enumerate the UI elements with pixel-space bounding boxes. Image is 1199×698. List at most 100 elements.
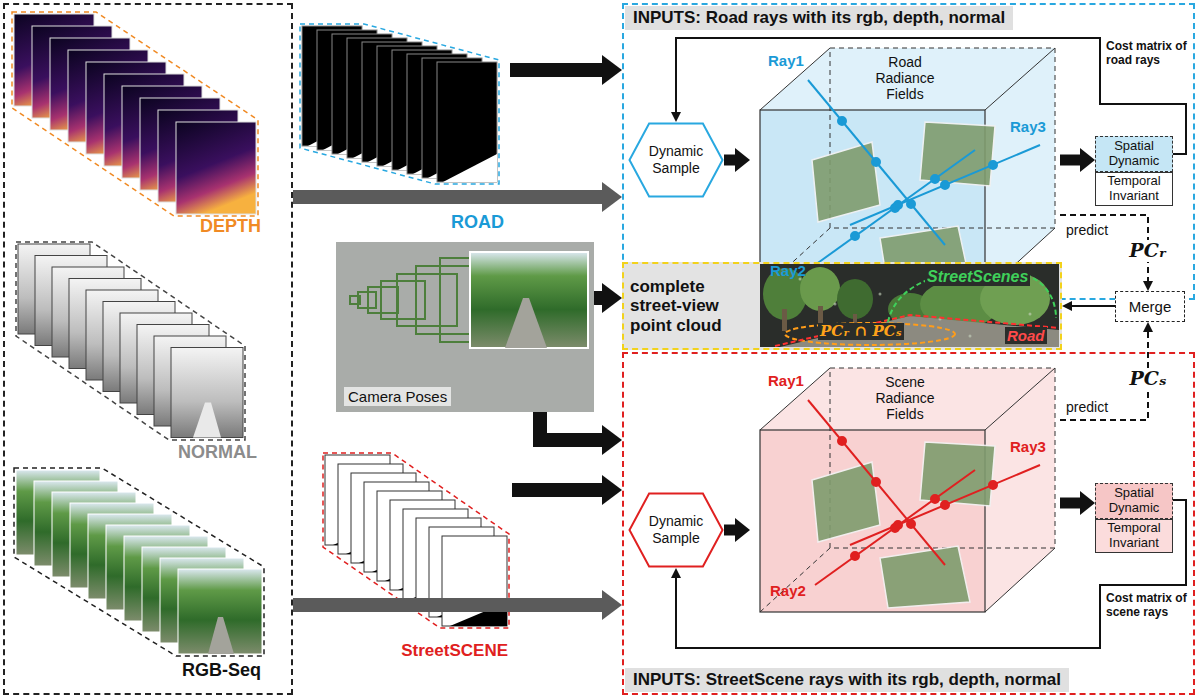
text-holder: Camera Poses: [344, 387, 451, 406]
arrowhead: [602, 182, 622, 212]
road-radiance-cube: [941, 181, 949, 189]
text-holder: DEPTH: [200, 216, 261, 237]
camera-poses-picture: [505, 298, 547, 348]
road-mask-stack: [300, 24, 499, 184]
node-text: Spatial Dynamic: [1099, 486, 1169, 516]
road-radiance-cube: [850, 145, 1040, 225]
scene-radiance-cube: [850, 465, 1040, 545]
text-holder: NORMAL: [178, 442, 257, 463]
connector-line: [724, 525, 736, 536]
scene-radiance-cube: [851, 552, 859, 560]
arrowhead: [602, 475, 622, 505]
arrowhead: [1143, 281, 1153, 291]
road-radiance-cube: [815, 150, 975, 265]
connector-line: [293, 190, 603, 204]
rgb-stack: [14, 468, 264, 656]
point-cloud-picture: [969, 335, 972, 338]
scene-radiance-cube: [760, 368, 830, 430]
connector-line: [594, 291, 603, 305]
callout-label: Ray2: [770, 582, 806, 599]
road-radiance-cube: [872, 158, 880, 166]
scene-radiance-cube: [760, 368, 1055, 612]
node-text: NORMAL: [178, 442, 257, 463]
text-holder: Temporal Invariant: [1099, 174, 1169, 204]
node-text: Spatial Dynamic: [1099, 139, 1169, 169]
connector: [1060, 491, 1095, 515]
connector: [1060, 148, 1095, 172]
node-text: Scene Radiance Fields: [870, 374, 940, 422]
node-text: Merge: [1129, 298, 1172, 315]
road-radiance-cube: [989, 161, 997, 169]
callout-label: PCᵣ ∩ PCₛ: [818, 323, 904, 340]
edge-label: Cost matrix of scene rays: [1106, 592, 1188, 620]
scene-radiance-cube: [812, 442, 995, 608]
connector: [1062, 301, 1115, 311]
text-holder: Spatial Dynamic: [1099, 486, 1169, 516]
road-radiance-cube: [808, 80, 1040, 265]
text-holder: Road: [1005, 327, 1047, 345]
node-text: StreetSCENE: [401, 641, 508, 661]
arrowhead: [1080, 148, 1095, 172]
text-holder: Ray2: [770, 582, 806, 600]
road-radiance-cube: [920, 122, 995, 186]
road-radiance-cube: [838, 117, 846, 125]
callout-label: Ray1: [768, 372, 804, 389]
text-holder: predict: [1066, 398, 1108, 416]
point-cloud-picture: [775, 315, 1059, 346]
edge-label: Cost matrix of road rays: [1106, 40, 1188, 68]
callout-label: Ray3: [1010, 438, 1046, 455]
connector: [724, 148, 750, 172]
scene-radiance-cube: [808, 400, 1040, 585]
road-mask-stack: [300, 24, 499, 184]
text-holder: Dynamic Sample: [640, 513, 712, 546]
road-radiance-cube: [851, 232, 859, 240]
scene-radiance-cube: [941, 501, 949, 509]
connector-line: [1060, 498, 1081, 509]
camera-poses-picture: [381, 281, 425, 319]
rgb-stack: [178, 569, 262, 654]
dynamic-sample-hexagon: Dynamic Sample: [628, 122, 724, 198]
text-holder: Cost matrix of scene rays: [1106, 592, 1188, 620]
text-holder: Ray1: [768, 372, 804, 390]
scene-radiance-cube: [872, 478, 880, 486]
road-radiance-cube: [931, 175, 939, 183]
node-text: INPUTS: Road rays with its rgb, depth, n…: [625, 6, 1013, 30]
arrowhead: [602, 55, 622, 85]
callout-label: PCₛ: [1127, 368, 1170, 390]
node-text: INPUTS: StreetScene rays with its rgb, d…: [625, 668, 1069, 692]
text-holder: complete street-view point cloud: [630, 277, 756, 336]
connector: [724, 518, 750, 542]
normal-stack: [16, 242, 245, 440]
text-holder: Temporal Invariant: [1099, 521, 1169, 551]
road-radiance-cube: [907, 200, 915, 208]
arrowhead: [671, 568, 681, 578]
scene-radiance-cube: [838, 437, 846, 445]
point-cloud-picture: [1029, 313, 1032, 316]
connector: [594, 283, 622, 313]
text-holder: Ray1: [768, 52, 804, 70]
callout-label: PCᵣ: [1126, 240, 1169, 262]
callout-label: Ray3: [1010, 118, 1046, 135]
text-holder: Spatial Dynamic: [1099, 139, 1169, 169]
callout-label: Ray1: [768, 52, 804, 69]
callout-label: StreetScenes: [925, 268, 1030, 286]
normal-stack: [171, 348, 243, 438]
connector-line: [512, 483, 603, 497]
road-radiance-cube: [760, 48, 1055, 292]
depth-stack: [12, 12, 258, 216]
camera-poses-picture: [368, 287, 398, 313]
camera-poses-picture: [397, 274, 457, 326]
output-box: Spatial Dynamic: [1095, 483, 1173, 519]
road-radiance-cube: [894, 201, 902, 209]
scene-radiance-cube: [985, 548, 1055, 612]
output-box: Spatial Dynamic: [1095, 136, 1173, 172]
scene-radiance-cube: [985, 368, 1055, 430]
arrowhead: [735, 148, 750, 172]
hexagon-outline: [630, 124, 723, 197]
node-text: complete street-view point cloud: [630, 277, 756, 336]
connector-line: [1071, 305, 1115, 307]
arrowhead: [671, 112, 681, 122]
scene-radiance-cube: [989, 481, 997, 489]
radiance-field-cube: Road Radiance Fields: [750, 45, 1060, 295]
scene-radiance-cube: [920, 442, 995, 506]
